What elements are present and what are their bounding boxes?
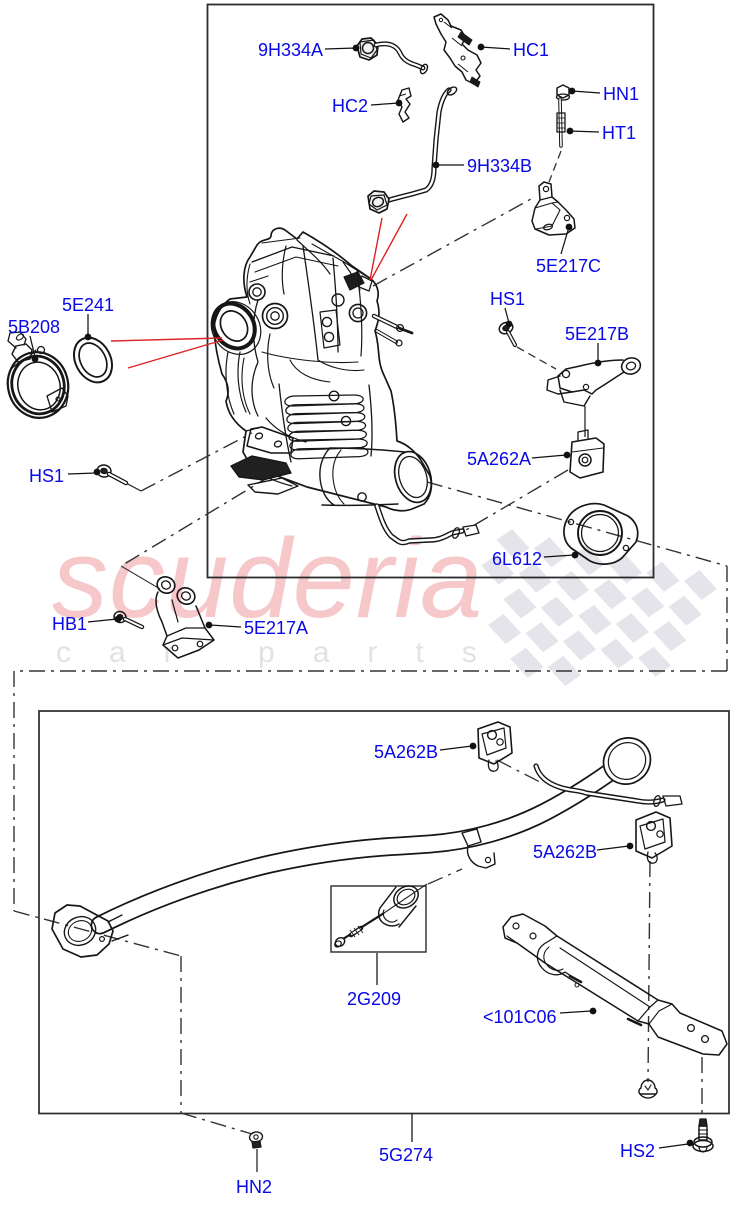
svg-text:5E217B: 5E217B xyxy=(565,324,629,344)
svg-text:5G274: 5G274 xyxy=(379,1145,433,1165)
svg-text:car parts: car parts xyxy=(56,636,515,669)
svg-text:5B208: 5B208 xyxy=(8,317,60,337)
svg-text:9H334A: 9H334A xyxy=(258,40,323,60)
svg-text:HC1: HC1 xyxy=(513,40,549,60)
svg-text:5E217A: 5E217A xyxy=(244,618,308,638)
svg-text:HN1: HN1 xyxy=(603,84,639,104)
svg-text:6L612: 6L612 xyxy=(492,549,542,569)
svg-text:5A262B: 5A262B xyxy=(374,742,438,762)
svg-text:5E217C: 5E217C xyxy=(536,256,601,276)
svg-text:<101C06: <101C06 xyxy=(483,1007,557,1027)
svg-text:HT1: HT1 xyxy=(602,123,636,143)
svg-text:9H334B: 9H334B xyxy=(467,156,532,176)
svg-text:5E241: 5E241 xyxy=(62,295,114,315)
svg-text:HS1: HS1 xyxy=(490,289,525,309)
svg-text:5A262B: 5A262B xyxy=(533,842,597,862)
svg-text:HS2: HS2 xyxy=(620,1141,655,1161)
svg-text:HB1: HB1 xyxy=(52,614,87,634)
svg-text:HS1: HS1 xyxy=(29,466,64,486)
svg-text:2G209: 2G209 xyxy=(347,989,401,1009)
svg-text:HN2: HN2 xyxy=(236,1177,272,1197)
svg-text:HC2: HC2 xyxy=(332,96,368,116)
svg-text:5A262A: 5A262A xyxy=(467,449,531,469)
